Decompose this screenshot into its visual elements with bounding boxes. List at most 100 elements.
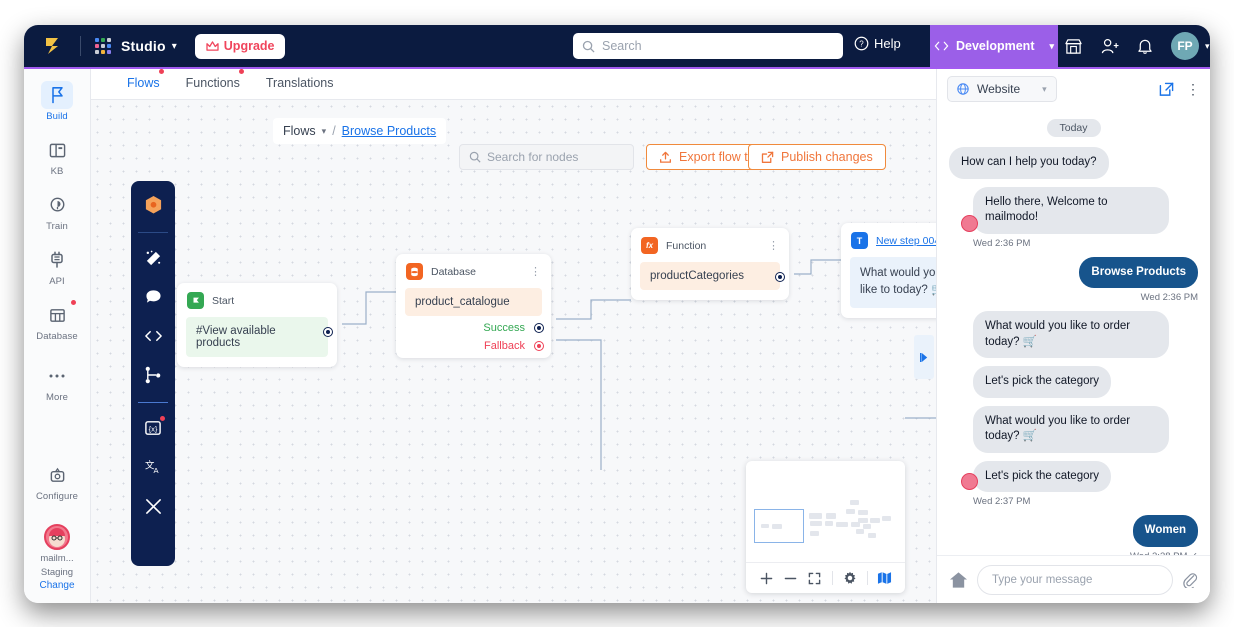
chevron-down-icon[interactable]: ▾: [1205, 40, 1210, 51]
node-output-success[interactable]: Success: [396, 322, 551, 340]
sidebar-item-database[interactable]: Database: [24, 300, 90, 342]
user-add-icon[interactable]: [1101, 38, 1119, 55]
sidebar-item-api[interactable]: API: [24, 246, 90, 287]
message-bubble: Let's pick the category: [973, 460, 1112, 493]
zoom-in-button[interactable]: [754, 566, 778, 590]
sidebar-item-build[interactable]: Build: [24, 81, 90, 122]
app-window: Studio ▾ Upgrade ? Help Development: [24, 25, 1210, 603]
divider: [866, 571, 868, 585]
accent-bar: [24, 67, 1210, 69]
workspace-label[interactable]: Studio: [121, 38, 166, 54]
avatar[interactable]: FP: [1171, 32, 1199, 60]
upgrade-button[interactable]: Upgrade: [194, 33, 286, 59]
output-port[interactable]: [776, 273, 784, 281]
node-type-label: Start: [212, 294, 235, 307]
help-button[interactable]: ? Help: [854, 36, 901, 51]
change-workspace-link[interactable]: Change: [39, 580, 75, 591]
node-search-input[interactable]: [487, 150, 624, 164]
tab-translations[interactable]: Translations: [266, 76, 334, 92]
chat-messages[interactable]: Today How can I help you today? Hello th…: [937, 109, 1210, 555]
output-port[interactable]: [324, 328, 332, 336]
environment-selector[interactable]: Development ▾: [930, 25, 1058, 67]
storefront-icon[interactable]: [1064, 38, 1083, 55]
output-port[interactable]: [535, 342, 543, 350]
node-search[interactable]: [459, 144, 634, 170]
code-brackets-icon: [934, 41, 949, 51]
section-tabs: Flows Functions Translations: [91, 69, 936, 100]
message-bubble: How can I help you today?: [949, 147, 1109, 179]
node-body-text: product_catalogue: [415, 296, 510, 308]
flow-node-start[interactable]: Start #View available products: [177, 283, 337, 367]
kebab-menu-icon[interactable]: ⋮: [1186, 81, 1200, 97]
mailmodo-logo-icon[interactable]: [44, 36, 66, 56]
global-search[interactable]: [573, 33, 843, 59]
publish-icon: [761, 151, 774, 164]
sidebar-item-kb[interactable]: KB: [24, 136, 90, 177]
message-input-wrap[interactable]: [977, 564, 1173, 595]
sidebar-item-train[interactable]: Train: [24, 191, 90, 232]
flow-node-function[interactable]: fx Function ⋮ productCategories: [631, 228, 789, 300]
message-bubble[interactable]: Browse Products: [1079, 256, 1198, 289]
panel-collapse-arrow-icon[interactable]: [914, 335, 934, 379]
flow-node-database[interactable]: Database ⋮ product_catalogue Success Fal…: [396, 254, 551, 358]
chat-message: How can I help you today?: [949, 147, 1198, 179]
kebab-menu-icon[interactable]: ⋮: [530, 265, 541, 278]
search-icon: [469, 151, 481, 163]
home-icon[interactable]: [949, 571, 968, 589]
message-input[interactable]: [992, 573, 1158, 586]
breadcrumb-separator: /: [332, 124, 336, 138]
code-brackets-icon[interactable]: [138, 320, 168, 352]
environment-label: Development: [955, 39, 1035, 53]
message-bubble[interactable]: Women: [1132, 515, 1198, 547]
sidebar-item-configure[interactable]: Configure: [24, 461, 90, 502]
output-port[interactable]: [535, 324, 543, 332]
flow-node-text-step[interactable]: T New step 004 What would you like to to…: [841, 223, 936, 318]
sidebar-item-label: More: [45, 392, 69, 403]
divider: [831, 571, 833, 585]
canvas-controls: [746, 562, 905, 593]
top-navigation-bar: Studio ▾ Upgrade ? Help Development: [24, 25, 1210, 67]
node-header: fx Function ⋮: [631, 228, 789, 259]
tab-flows[interactable]: Flows: [127, 69, 164, 92]
chat-header-actions: ⋮: [1159, 82, 1200, 97]
publish-changes-button[interactable]: Publish changes: [748, 144, 886, 170]
bell-icon[interactable]: [1137, 38, 1153, 55]
minimap[interactable]: [746, 461, 905, 593]
breadcrumb-root[interactable]: Flows: [283, 124, 316, 138]
kebab-menu-icon[interactable]: ⋮: [768, 239, 779, 252]
fit-screen-icon[interactable]: [802, 566, 826, 590]
apps-grid-icon[interactable]: [95, 38, 111, 54]
channel-selector[interactable]: Website ▾: [947, 76, 1057, 102]
paperclip-icon[interactable]: [1182, 571, 1198, 588]
workspace-switcher[interactable]: mailm... Staging Change: [39, 524, 75, 603]
svg-text:A: A: [153, 466, 159, 475]
node-output-fallback[interactable]: Fallback: [396, 340, 551, 358]
hexagon-node-icon[interactable]: [138, 189, 168, 221]
chat-composer: [937, 555, 1210, 603]
gear-icon[interactable]: [838, 566, 862, 590]
tools-icon[interactable]: [138, 490, 168, 522]
variable-box-icon[interactable]: {x}: [138, 412, 168, 444]
node-step-name[interactable]: New step 004: [876, 234, 936, 247]
chevron-down-icon[interactable]: ▾: [321, 125, 327, 136]
sidebar-item-more[interactable]: More: [24, 362, 90, 403]
search-input[interactable]: [602, 39, 834, 53]
open-external-icon[interactable]: [1159, 82, 1174, 97]
avatar: [961, 214, 978, 232]
chat-bubble-icon[interactable]: [138, 281, 168, 313]
output-label: Success: [483, 322, 525, 334]
nav-divider: [80, 36, 81, 56]
tab-functions[interactable]: Functions: [186, 69, 244, 92]
magic-wand-icon[interactable]: [138, 242, 168, 274]
map-toggle-icon[interactable]: [873, 566, 897, 590]
sidebar-item-label: Database: [36, 331, 78, 342]
chevron-down-icon[interactable]: ▾: [171, 40, 177, 52]
minimap-viewport[interactable]: [754, 509, 804, 543]
workspace-name: mailm...: [40, 553, 74, 564]
zoom-out-button[interactable]: [778, 566, 802, 590]
flow-canvas[interactable]: Flows ▾ / Browse Products Export flow te…: [91, 100, 936, 603]
branch-flow-icon[interactable]: [138, 359, 168, 391]
breadcrumb-current[interactable]: Browse Products: [341, 124, 437, 138]
